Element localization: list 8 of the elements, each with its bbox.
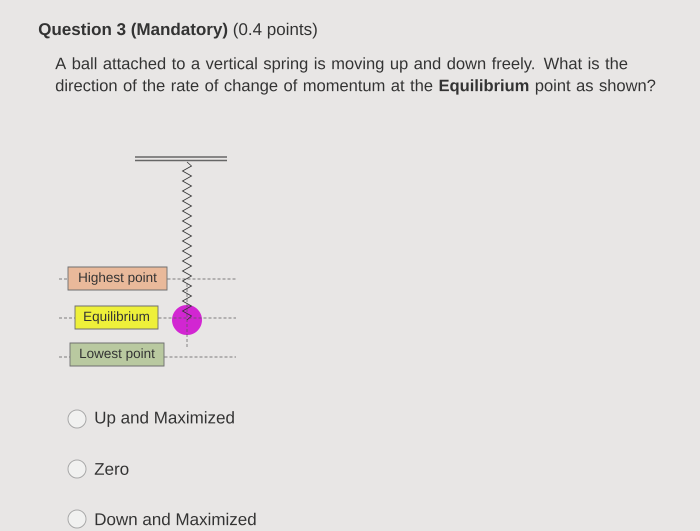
option-text: Zero <box>94 463 128 475</box>
question-text: A ball attached to a vertical spring is moving up and down freely. What is the direction of the rate of change of momentum at the Equilibrium point as shown? <box>55 57 656 95</box>
title: Question 3 (Mandatory) (0.4 points) <box>38 22 317 39</box>
label-box: Lowest point <box>70 342 164 366</box>
label-box: Highest point <box>68 266 168 290</box>
option-text: Down and Maximized <box>96 512 256 526</box>
option-text: Up and Maximized <box>96 411 234 427</box>
label-box: Equilibrium <box>74 306 158 330</box>
